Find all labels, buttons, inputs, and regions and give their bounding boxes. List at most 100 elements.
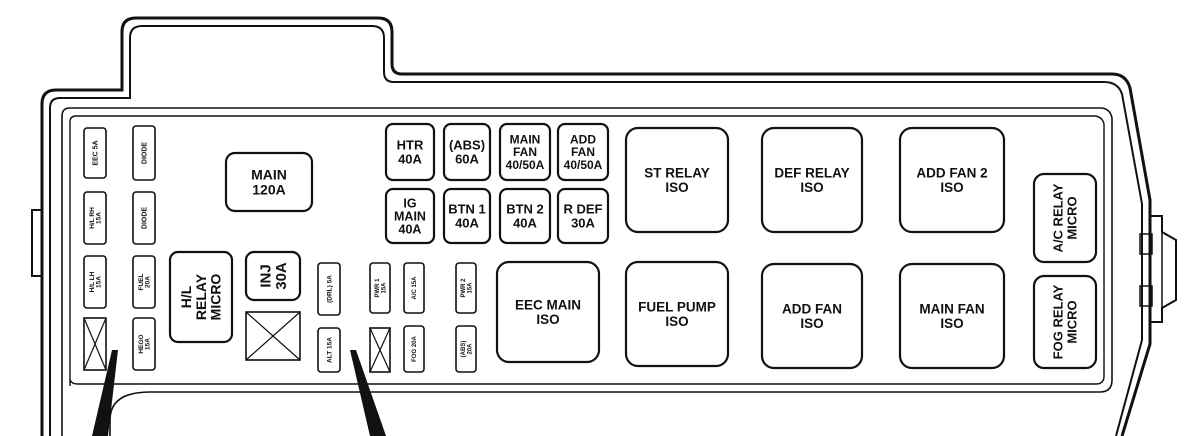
hl-lh-15a-outline bbox=[83, 255, 107, 309]
fuel-pump-iso-label-line: ISO bbox=[665, 314, 688, 329]
def-relay-iso-label-line: ISO bbox=[800, 180, 823, 195]
btn1-40a-label-line: BTN 1 bbox=[448, 202, 486, 217]
hego-15a: HEGO15A bbox=[132, 317, 156, 371]
fog-relay-micro-label-line: MICRO bbox=[1064, 300, 1079, 343]
pwr2-15a-label-line: 15A bbox=[467, 282, 473, 294]
main-120a-label-line: 120A bbox=[252, 181, 285, 197]
ac-relay-micro-label-line: A/C RELAY bbox=[1051, 183, 1066, 252]
fog-20a: FOG 20A bbox=[403, 325, 425, 373]
fuel-20a-label-line: 20A bbox=[145, 276, 152, 288]
add-fan-40-50a-label-line: FAN bbox=[571, 145, 595, 159]
inj-30a-label-line: 30A bbox=[273, 262, 290, 290]
diode-2-label: DIODE bbox=[141, 207, 148, 230]
ig-main-40a-outline bbox=[384, 187, 436, 245]
btn2-40a-label-line: 40A bbox=[513, 215, 537, 230]
hego-15a-label: HEGO15A bbox=[138, 334, 152, 353]
hl-rh-15a-label-line: 15A bbox=[96, 212, 103, 224]
hl-relay-micro-label-line: MICRO bbox=[208, 274, 224, 321]
empty-slots bbox=[83, 311, 391, 373]
st-relay-iso-label-line: ST RELAY bbox=[644, 166, 710, 181]
eec-5a-label-line: EEC 5A bbox=[92, 140, 99, 165]
fog-20a-label: FOG 20A bbox=[412, 336, 418, 362]
hl-rh-15a-label-line: H/L RH bbox=[89, 207, 96, 229]
htr-40a-outline bbox=[384, 122, 436, 182]
fog-20a-outline bbox=[403, 325, 425, 373]
btn2-40a-label-line: BTN 2 bbox=[506, 202, 544, 217]
diode-1: DIODE bbox=[132, 125, 156, 181]
btn1-40a-label-line: 40A bbox=[455, 215, 479, 230]
alt-15a-outline bbox=[317, 327, 341, 373]
htr-40a-label-line: 40A bbox=[398, 151, 422, 166]
empty-slot bbox=[83, 317, 107, 371]
fog-relay-micro: FOG RELAYMICRO bbox=[1032, 274, 1098, 370]
fuel-20a-label: FUEL20A bbox=[138, 273, 152, 290]
abs-60a: (ABS)60A bbox=[442, 122, 492, 182]
add-fan-iso-label-line: ISO bbox=[800, 316, 823, 331]
fog-relay-micro-outline bbox=[1032, 274, 1098, 370]
hl-lh-15a-label: H/L LH15A bbox=[89, 271, 103, 292]
eec-5a: EEC 5A bbox=[83, 127, 107, 179]
main-fan-iso-label-line: MAIN FAN bbox=[919, 302, 984, 317]
r-def-30a-label-line: R DEF bbox=[564, 202, 603, 217]
hl-lh-15a-label-line: H/L LH bbox=[89, 271, 96, 292]
hl-relay-micro-label: H/LRELAYMICRO bbox=[178, 273, 223, 320]
abs-20a-outline bbox=[455, 325, 477, 373]
pwr2-15a-label-line: PWR 2 bbox=[461, 278, 467, 298]
empty-slot bbox=[245, 311, 301, 361]
diode-2-label-line: DIODE bbox=[141, 207, 148, 230]
alt-15a-label-line: ALT 15A bbox=[326, 337, 333, 363]
eec-main-iso-outline bbox=[495, 260, 601, 364]
hl-relay-micro-label-line: RELAY bbox=[193, 273, 209, 320]
add-fan-40-50a-label-line: ADD bbox=[570, 133, 596, 147]
eec-main-iso-label-line: ISO bbox=[536, 312, 559, 327]
side-connector-tabs bbox=[31, 209, 1177, 323]
alt-15a-label: ALT 15A bbox=[326, 337, 333, 363]
pwr1-15a-label-line: PWR 1 bbox=[375, 278, 381, 298]
eec-main-iso-label-line: EEC MAIN bbox=[515, 298, 581, 313]
pwr2-15a-outline bbox=[455, 262, 477, 314]
fog-20a-label-line: FOG 20A bbox=[412, 336, 418, 362]
main-120a-outline bbox=[224, 151, 314, 213]
abs-60a-outline bbox=[442, 122, 492, 182]
add-fan-2-iso-label-line: ADD FAN 2 bbox=[916, 166, 987, 181]
abs-20a-label-line: (ABS) bbox=[461, 341, 467, 358]
diode-2-outline bbox=[132, 191, 156, 245]
ac-relay-micro: A/C RELAYMICRO bbox=[1032, 172, 1098, 264]
drl-5a-outline bbox=[317, 262, 341, 316]
ac-15a-outline bbox=[403, 262, 425, 314]
fog-relay-micro-label: FOG RELAYMICRO bbox=[1051, 284, 1080, 359]
add-fan-2-iso-outline bbox=[898, 126, 1006, 234]
st-relay-iso-label-line: ISO bbox=[665, 180, 688, 195]
ac-relay-micro-label-line: MICRO bbox=[1064, 196, 1079, 239]
ac-15a-label-line: A/C 15A bbox=[412, 276, 418, 300]
main-fan-40-50a-outline bbox=[498, 122, 552, 182]
pwr2-15a-label: PWR 215A bbox=[461, 278, 473, 298]
ac-relay-micro-label: A/C RELAYMICRO bbox=[1051, 183, 1080, 252]
main-fan-40-50a-label-line: MAIN bbox=[510, 133, 541, 147]
ac-15a: A/C 15A bbox=[403, 262, 425, 314]
hego-15a-label-line: 15A bbox=[145, 338, 152, 350]
drl-5a-label-line: (DRL) 5A bbox=[326, 275, 333, 303]
pwr1-15a: PWR 115A bbox=[369, 262, 391, 314]
abs-20a-label: (ABS)20A bbox=[461, 341, 473, 358]
pwr2-15a: PWR 215A bbox=[455, 262, 477, 314]
r-def-30a-label-line: 30A bbox=[571, 215, 595, 230]
